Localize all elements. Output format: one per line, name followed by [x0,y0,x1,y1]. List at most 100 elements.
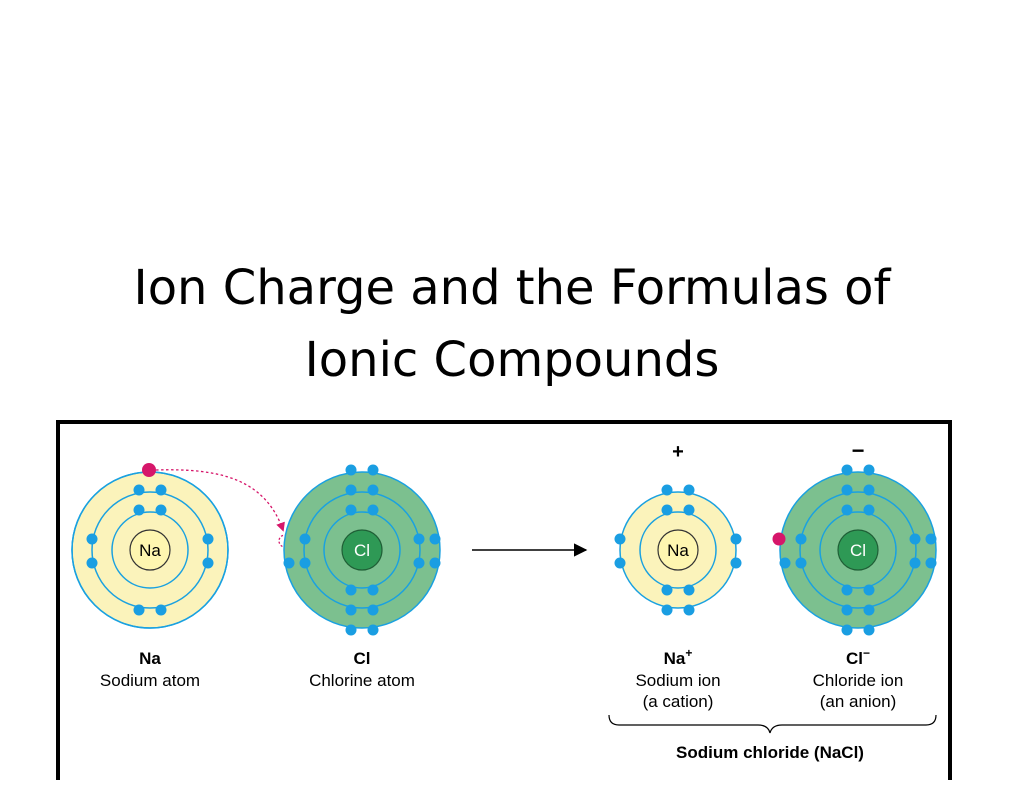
electron [283,557,295,569]
electron [683,484,695,496]
electron [779,557,791,569]
electron [133,484,145,496]
chloride-ion-caption-2: (an anion) [820,692,897,711]
electron [614,533,626,545]
sodium-atom-caption: Sodium atom [100,671,200,690]
electron [367,484,379,496]
gained-electron [772,532,786,546]
sodium-ion-charge-label: + [672,441,684,463]
chlorine-atom-shell-2 [303,491,421,609]
chloride-ion-caption-1: Chloride ion [813,671,904,690]
compound-label: Sodium chloride (NaCl) [676,743,864,762]
transferred-electron [142,463,156,477]
chlorine-atom-shell-1 [323,511,401,589]
sodium-atom-shell-1 [111,511,189,589]
electron [345,464,357,476]
slide-title-line-1: Ion Charge and the Formulas of [133,260,891,316]
sodium-atom-electrons [86,484,214,616]
electron [909,533,921,545]
chlorine-atom-name: Cl [354,649,371,668]
electron [133,604,145,616]
electron [367,604,379,616]
ion-formation-diagram: Na Cl [71,438,937,762]
electron [202,533,214,545]
electron [863,464,875,476]
chlorine-atom-caption: Chlorine atom [309,671,415,690]
slide-title: Ion Charge and the Formulas of Ionic Com… [0,252,1024,396]
electron [345,604,357,616]
electron [86,557,98,569]
compound-brace [608,714,937,734]
chloride-ion-name-charge: − [863,646,870,660]
chlorine-atom-symbol: Cl [354,541,370,560]
electron [345,504,357,516]
sodium-ion-caption-1: Sodium ion [635,671,720,690]
chloride-ion-shell-2 [799,491,917,609]
sodium-ion-nucleus [657,529,699,571]
electron [841,504,853,516]
electron [155,504,167,516]
sodium-ion: + Na [614,441,742,616]
electron [841,624,853,636]
electron [345,624,357,636]
electron [795,557,807,569]
electron [909,557,921,569]
electron [683,504,695,516]
sodium-ion-caption-2: (a cation) [643,692,714,711]
electron [367,624,379,636]
sodium-ion-symbol: Na [667,541,689,560]
electron [730,533,742,545]
electron [367,504,379,516]
electron [155,484,167,496]
electron [661,584,673,596]
sodium-atom-shell-2 [91,491,209,609]
sodium-atom-name: Na [139,649,161,668]
chlorine-atom-nucleus [341,529,383,571]
electron [841,464,853,476]
electron [345,484,357,496]
electron [925,533,937,545]
chloride-ion-symbol: Cl [850,541,866,560]
electron-transfer-arrow [155,469,285,532]
electron [413,557,425,569]
electron [86,533,98,545]
chloride-ion-shell-1 [819,511,897,589]
electron [683,584,695,596]
sodium-ion-name-symbol: Na [664,649,686,668]
sodium-atom-nucleus [129,529,171,571]
electron [841,604,853,616]
electron [795,533,807,545]
electron [345,584,357,596]
electron [661,604,673,616]
slide-title-line-2: Ionic Compounds [304,332,720,388]
sodium-ion-shell-1 [639,511,717,589]
sodium-atom-symbol: Na [139,541,161,560]
electron [661,484,673,496]
chloride-ion-name-symbol: Cl [846,649,863,668]
electron [429,557,441,569]
electron [614,557,626,569]
electron [863,584,875,596]
electron [202,557,214,569]
chloride-ion-electrons [779,464,937,636]
chloride-ion-nucleus [837,529,879,571]
electron [367,584,379,596]
chlorine-atom: Cl [283,464,441,636]
sodium-ion-name-charge: + [685,646,692,660]
electron [841,484,853,496]
chloride-ion-name: Cl− [846,646,870,668]
sodium-ion-name: Na+ [664,646,693,668]
electron [730,557,742,569]
electron [863,504,875,516]
electron [133,504,145,516]
electron [299,533,311,545]
chloride-ion-charge-label: − [852,438,865,463]
electron [429,533,441,545]
electron [863,484,875,496]
sodium-ion-electrons [614,484,742,616]
electron [841,584,853,596]
electron [413,533,425,545]
electron [299,557,311,569]
electron [925,557,937,569]
electron [683,604,695,616]
